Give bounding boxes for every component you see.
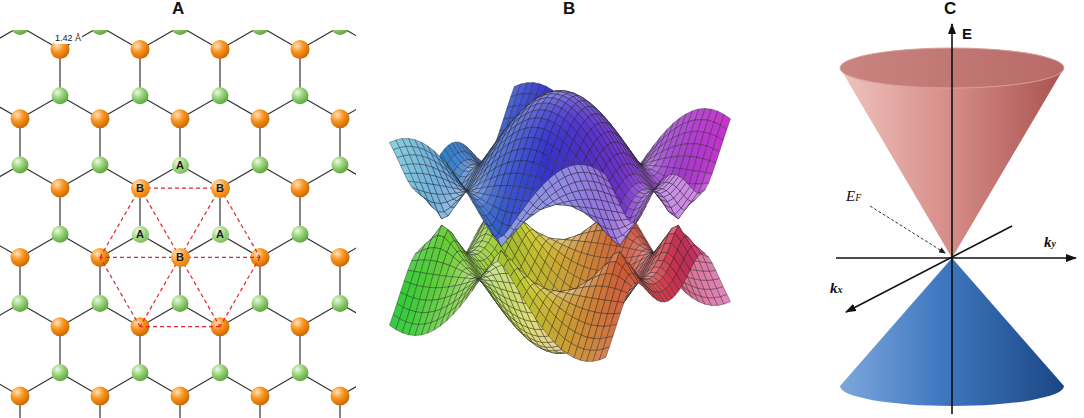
carbon-atom-b [291,317,310,336]
carbon-atom-b [171,109,190,128]
carbon-atom-a [252,30,269,35]
carbon-atom-b [291,40,310,59]
band-mesh-cell [702,173,712,184]
carbon-atom-a [12,30,29,35]
carbon-atom-b [251,386,270,405]
band-mesh-cell [713,278,723,288]
carbon-atom-b [91,109,110,128]
carbon-atom-b [171,386,190,405]
carbon-atom-a [12,295,29,312]
band-mesh-cell [698,183,708,193]
carbon-atom-a [332,157,349,174]
unit-cell-line [100,257,180,258]
carbon-atom-a [12,157,29,174]
carbon-atom-a [212,87,229,104]
carbon-atom-a [332,295,349,312]
band-mesh-cell [447,306,457,321]
band-mesh-cell [709,149,719,163]
carbon-atom-b [211,40,230,59]
carbon-atom-a [172,295,189,312]
lattice-clip [0,30,356,418]
band-mesh-cell [647,287,657,300]
carbon-atom-a [252,295,269,312]
unit-cell-line [100,257,140,326]
carbon-atom-b [331,386,350,405]
carbon-atom-b [51,317,70,336]
carbon-atom-a [172,30,189,35]
band-mesh-cell [706,262,716,271]
carbon-atom-b [131,40,150,59]
carbon-atom-b [291,179,310,198]
carbon-atom-a [92,30,109,35]
carbon-atom-b [91,386,110,405]
band-mesh-cell [453,299,463,314]
band-mesh-cell [459,292,469,307]
carbon-atom-a [92,295,109,312]
unit-cell-line [140,187,220,188]
carbon-atom-a [52,226,69,243]
carbon-atom-a [212,364,229,381]
band-mesh-cell [463,285,473,299]
unit-cell-line [100,188,140,257]
unit-cell-line [220,188,260,257]
band-structure-surface [390,83,731,362]
unit-cell-line [140,326,220,327]
carbon-atom-b [331,109,350,128]
band-mesh-cell [709,270,719,279]
carbon-atom-b [11,109,30,128]
graphene-lattice [0,0,470,418]
carbon-atom-b [251,109,270,128]
carbon-atom-a [292,226,309,243]
carbon-atom-a [52,364,69,381]
carbon-atom-a [52,87,69,104]
unit-cell-line [180,257,260,258]
carbon-atom-b [331,248,350,267]
band-mesh-cell [706,161,716,174]
unit-cell-line [180,257,220,326]
carbon-atom-b [11,248,30,267]
carbon-atom-a [292,87,309,104]
unit-cell-line [140,188,180,257]
carbon-atom-a [132,364,149,381]
carbon-atom-b [11,386,30,405]
carbon-atom-a [132,87,149,104]
carbon-atom-a [332,30,349,35]
unit-cell-line [140,257,180,326]
unit-cell-line [220,257,260,326]
carbon-atom-a [252,157,269,174]
carbon-atom-a [92,157,109,174]
carbon-atom-a [292,364,309,381]
carbon-atom-b [51,179,70,198]
unit-cell-line [180,188,220,257]
